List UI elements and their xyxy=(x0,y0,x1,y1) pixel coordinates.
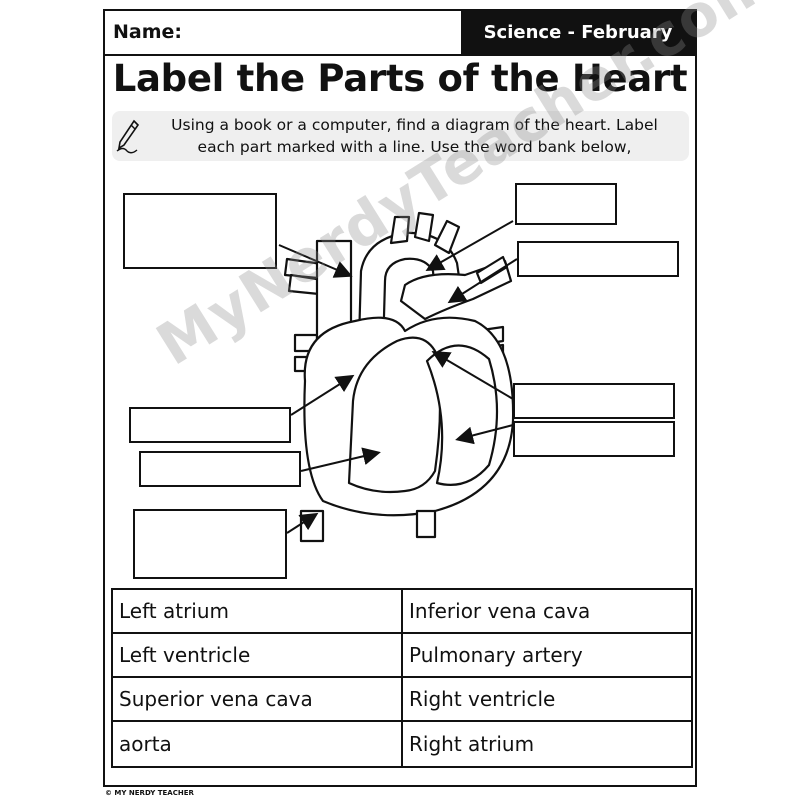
header-row: Name: Science - February xyxy=(105,11,695,56)
word-bank-cell: Superior vena cava xyxy=(113,678,403,722)
word-bank-cell: Inferior vena cava xyxy=(403,590,691,634)
label-box-top-right[interactable] xyxy=(515,183,617,225)
page-title: Label the Parts of the Heart xyxy=(112,57,688,100)
label-box-left-middle[interactable] xyxy=(139,451,301,487)
label-box-left-upper[interactable] xyxy=(129,407,291,443)
label-box-right-upper[interactable] xyxy=(517,241,679,277)
heart-illustration xyxy=(278,211,518,543)
pencil-icon xyxy=(116,119,140,154)
label-box-right-middle[interactable] xyxy=(513,383,675,419)
name-label: Name: xyxy=(113,21,183,43)
subject-banner: Science - February xyxy=(461,11,695,54)
word-bank-cell: Left atrium xyxy=(113,590,403,634)
heart-diagram xyxy=(105,171,695,591)
word-bank-cell: Left ventricle xyxy=(113,634,403,678)
label-box-bottom-left[interactable] xyxy=(133,509,287,579)
word-bank-table: Left atrium Inferior vena cava Left vent… xyxy=(111,588,693,768)
copyright-notice: © MY NERDY TEACHER xyxy=(105,789,194,797)
label-box-right-lower[interactable] xyxy=(513,421,675,457)
instructions-box: Using a book or a computer, find a diagr… xyxy=(112,111,689,161)
label-box-top-left[interactable] xyxy=(123,193,277,269)
word-bank-cell: Right ventricle xyxy=(403,678,691,722)
word-bank-cell: Right atrium xyxy=(409,732,535,756)
instructions-line-2: each part marked with a line. Use the wo… xyxy=(197,138,632,156)
word-bank-cell: aorta xyxy=(113,722,403,766)
instructions-text: Using a book or a computer, find a diagr… xyxy=(142,114,687,158)
instructions-line-1: Using a book or a computer, find a diagr… xyxy=(171,116,658,134)
word-bank-cell: Pulmonary artery xyxy=(403,634,691,678)
worksheet-page: Name: Science - February Label the Parts… xyxy=(103,0,785,787)
